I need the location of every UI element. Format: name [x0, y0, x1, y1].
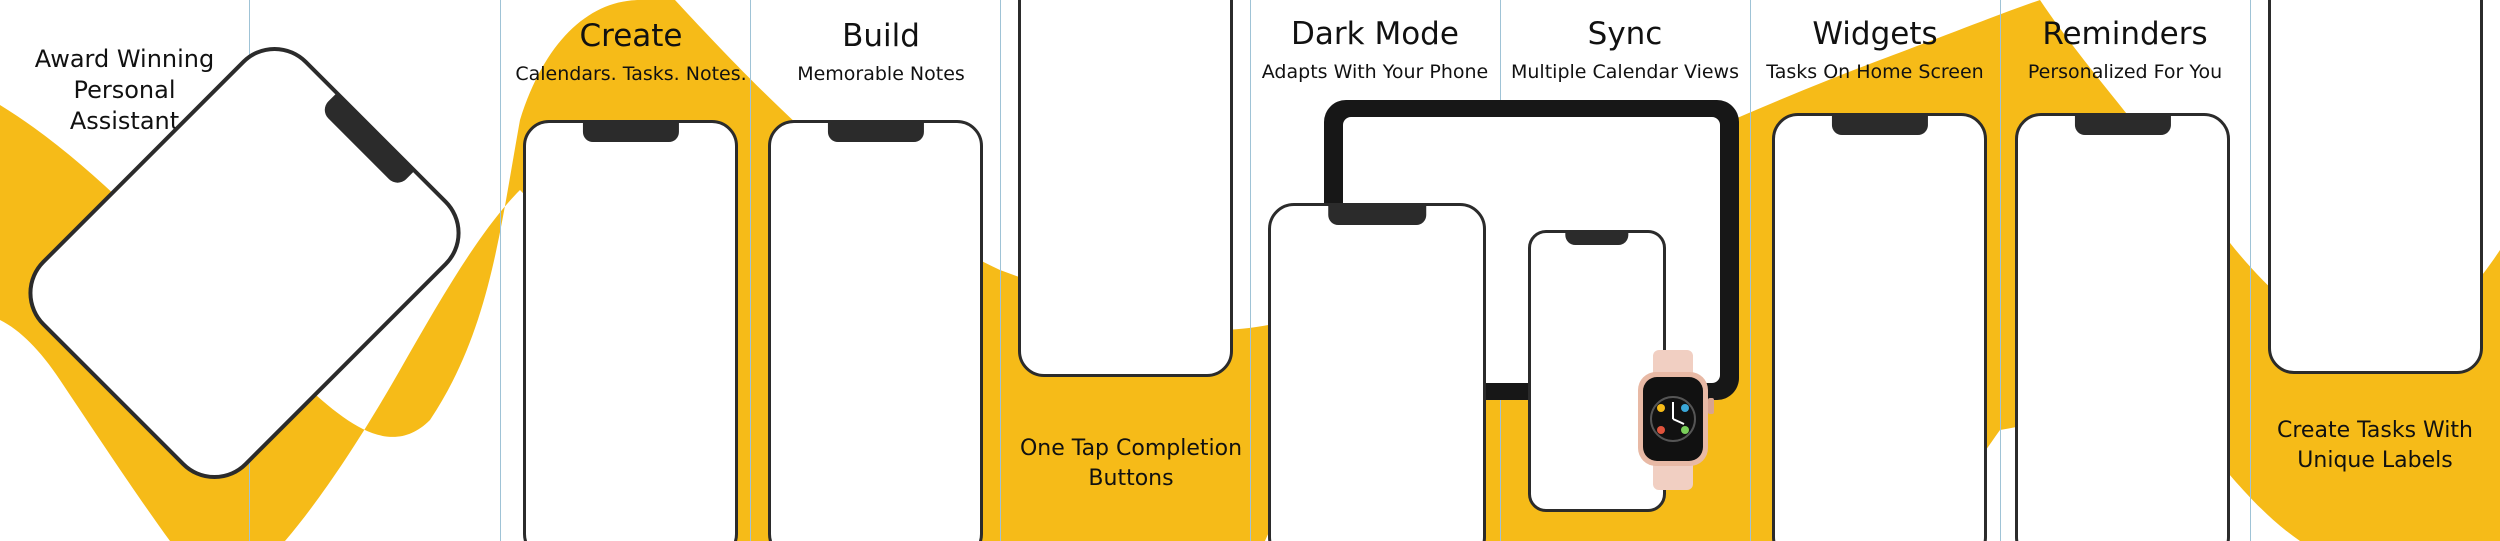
phone-mockup-small	[1528, 230, 1666, 512]
phone-mockup-hanging	[2268, 0, 2483, 374]
panel-divider	[2000, 0, 2001, 541]
caption-line: Create Tasks With	[2277, 418, 2473, 443]
panel-8-title: Reminders	[2042, 16, 2208, 52]
panel-9-caption: Create Tasks With Unique Labels	[2250, 416, 2500, 476]
panel-2-subtitle: Calendars. Tasks. Notes.	[515, 63, 747, 85]
panel-3-title: Build	[842, 18, 920, 54]
phone-mockup	[523, 120, 738, 541]
panel-divider	[1250, 0, 1251, 541]
watch-crown	[1708, 398, 1714, 414]
watch-complication	[1681, 404, 1689, 412]
phone-notch	[827, 122, 924, 142]
caption-line: One Tap Completion	[1019, 436, 1243, 461]
panel-7-subtitle: Tasks On Home Screen	[1766, 61, 1984, 83]
phone-mockup-hanging	[1018, 0, 1233, 377]
phone-mockup	[1772, 113, 1987, 541]
watch-complication	[1657, 426, 1665, 434]
phone-notch	[1328, 205, 1426, 225]
phone-mockup	[2015, 113, 2230, 541]
caption-line: Personal	[73, 76, 176, 104]
panel-divider	[750, 0, 751, 541]
watch-dial	[1650, 396, 1696, 442]
phone-notch	[1831, 115, 1928, 135]
phone-notch	[2074, 115, 2171, 135]
panel-divider	[500, 0, 501, 541]
watch-hand	[1672, 418, 1685, 425]
smartwatch-icon	[1638, 350, 1714, 490]
caption-line: Award Winning	[34, 45, 215, 73]
panel-2-title: Create	[579, 18, 683, 54]
panel-divider	[1750, 0, 1751, 541]
watch-complication	[1681, 426, 1689, 434]
caption-line: Assistant	[69, 107, 180, 135]
phone-notch	[582, 122, 679, 142]
panel-7-title: Widgets	[1812, 16, 1938, 52]
panel-5-title: Dark Mode	[1291, 16, 1459, 52]
phone-mockup	[1268, 203, 1486, 541]
panel-4-caption: One Tap Completion Buttons	[1000, 434, 1262, 494]
watch-complication	[1657, 404, 1665, 412]
panel-8-subtitle: Personalized For You	[2027, 61, 2223, 83]
panel-divider	[2250, 0, 2251, 541]
panel-divider	[1000, 0, 1001, 541]
phone-mockup	[768, 120, 983, 541]
panel-5-subtitle: Adapts With Your Phone	[1261, 61, 1489, 83]
caption-line: Unique Labels	[2297, 448, 2453, 473]
panel-6-subtitle: Multiple Calendar Views	[1511, 61, 1739, 83]
phone-notch	[1565, 232, 1629, 245]
panel-1-caption: Award Winning Personal Assistant	[0, 44, 249, 137]
caption-line: Buttons	[1088, 466, 1174, 491]
panel-6-title: Sync	[1587, 16, 1663, 52]
panel-3-subtitle: Memorable Notes	[797, 63, 965, 85]
